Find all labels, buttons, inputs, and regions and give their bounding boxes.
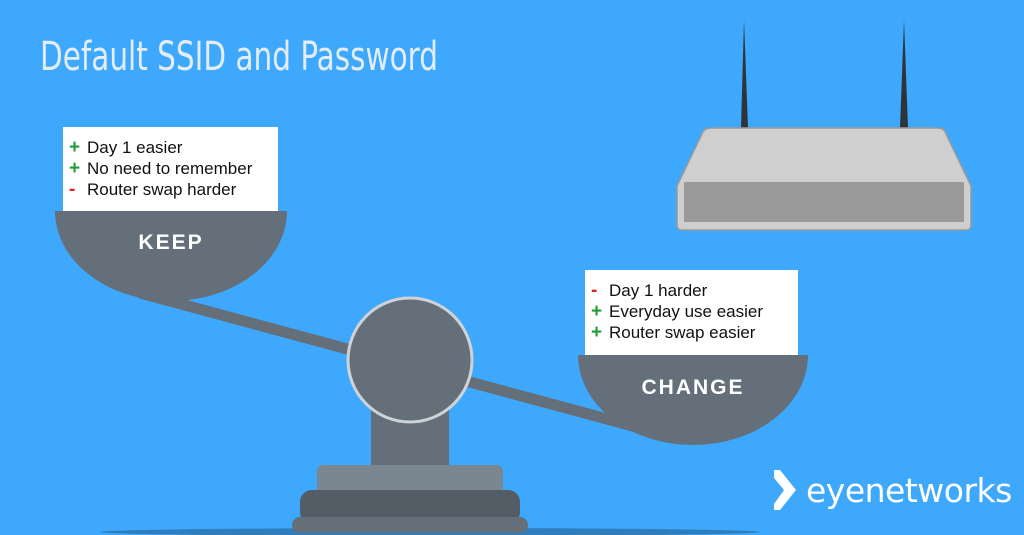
logo-text-eye: eye xyxy=(806,470,865,510)
change-item: -Day 1 harder xyxy=(591,280,708,301)
plus-icon: + xyxy=(591,322,603,343)
eyenetworks-logo: eyenetworks xyxy=(774,470,1012,510)
minus-icon: - xyxy=(591,280,598,301)
pivot-circle xyxy=(346,296,474,424)
keep-item: +Day 1 easier xyxy=(69,137,183,158)
base-tier-bottom xyxy=(292,517,528,533)
change-item: +Everyday use easier xyxy=(591,301,764,322)
logo-text-networks: networks xyxy=(864,470,1013,510)
keep-pan xyxy=(55,211,287,301)
keep-label: KEEP xyxy=(138,231,204,254)
keep-item: +No need to remember xyxy=(69,158,253,179)
plus-icon: + xyxy=(591,301,603,322)
minus-icon: - xyxy=(69,179,76,200)
page-title: Default SSID and Password xyxy=(40,34,438,80)
base-tier-middle xyxy=(300,490,520,524)
change-pan xyxy=(578,355,808,445)
keep-card: +Day 1 easier +No need to remember -Rout… xyxy=(63,127,278,211)
change-label: CHANGE xyxy=(641,376,745,399)
chevron-right-icon xyxy=(774,470,796,510)
router-icon xyxy=(676,20,972,231)
plus-icon: + xyxy=(69,137,81,158)
base-tier-top xyxy=(317,465,503,495)
keep-item: -Router swap harder xyxy=(69,179,237,200)
change-item: +Router swap easier xyxy=(591,322,756,343)
change-card: -Day 1 harder +Everyday use easier +Rout… xyxy=(585,270,798,355)
plus-icon: + xyxy=(69,158,81,179)
